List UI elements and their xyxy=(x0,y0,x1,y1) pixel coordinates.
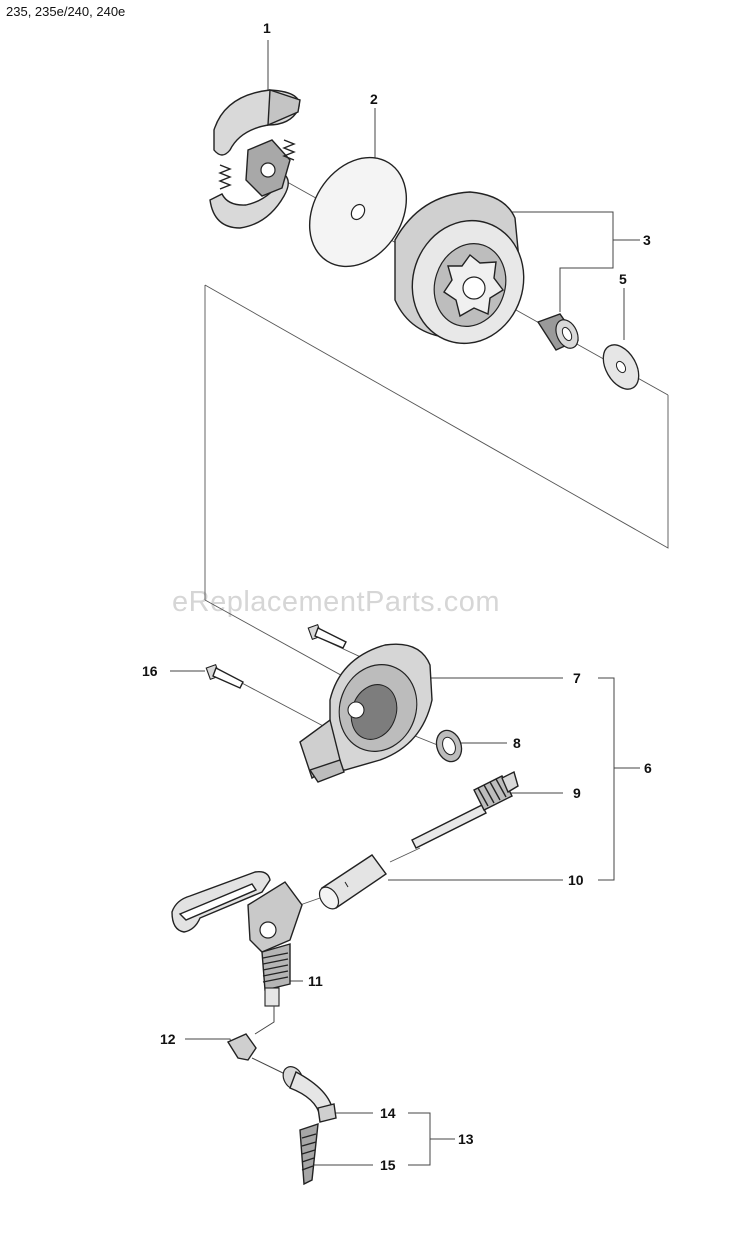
callout-3: 3 xyxy=(643,232,651,248)
callout-6: 6 xyxy=(644,760,652,776)
callout-7: 7 xyxy=(573,670,581,686)
callout-12: 12 xyxy=(160,1031,176,1047)
watermark-text: eReplacementParts.com xyxy=(172,586,501,618)
callout-11: 11 xyxy=(308,973,323,989)
callout-14: 14 xyxy=(380,1105,396,1121)
model-title: 235, 235e/240, 240e xyxy=(6,4,126,19)
oil-filter-icon xyxy=(299,1122,319,1186)
small-washer-icon xyxy=(602,344,640,390)
worm-gear-shaft-icon xyxy=(411,770,519,849)
callout-16: 16 xyxy=(142,663,158,679)
callout-9: 9 xyxy=(573,785,581,801)
callout-2: 2 xyxy=(370,91,378,107)
needle-bearing-icon xyxy=(536,313,580,351)
oil-pump-housing-icon xyxy=(299,643,433,783)
elbow-fitting-icon xyxy=(226,1006,275,1061)
washer-disc-icon xyxy=(308,156,408,268)
callout-15: 15 xyxy=(380,1157,396,1173)
callout-numbers: 1 2 3 5 16 7 8 6 9 10 11 12 14 13 15 xyxy=(142,20,652,1173)
oil-hose-icon xyxy=(251,1057,337,1123)
clutch-shoe-assembly-icon xyxy=(209,89,301,229)
callout-13: 13 xyxy=(458,1131,474,1147)
screw-icon xyxy=(205,623,347,689)
callout-8: 8 xyxy=(513,735,521,751)
spring-icon xyxy=(435,729,463,763)
pump-piston-icon xyxy=(171,870,303,1007)
callout-10: 10 xyxy=(568,872,584,888)
pin-sleeve-icon xyxy=(318,854,387,910)
callout-1: 1 xyxy=(263,20,271,36)
callout-5: 5 xyxy=(619,271,627,287)
clutch-drum-sprocket-icon xyxy=(394,191,525,345)
